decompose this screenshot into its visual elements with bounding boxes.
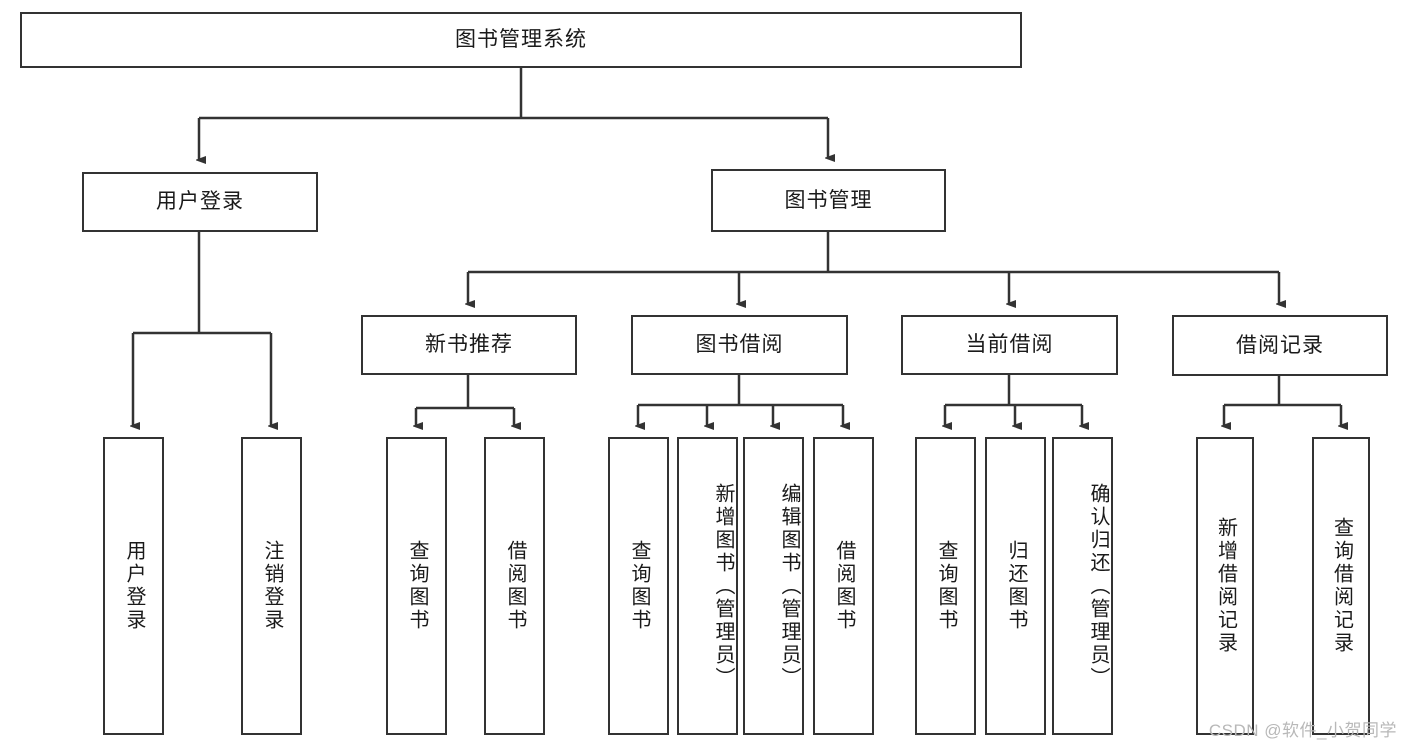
leaf-borrow-record-add[interactable]: 新增借阅记录 <box>1196 437 1254 735</box>
leaf-current-borrow-return[interactable]: 归还图书 <box>985 437 1046 735</box>
node-borrow-record[interactable]: 借阅记录 <box>1172 315 1388 376</box>
node-root-system[interactable]: 图书管理系统 <box>20 12 1022 68</box>
leaf-book-borrow-query[interactable]: 查询图书 <box>608 437 669 735</box>
csdn-watermark: CSDN @软件_小贺同学 <box>1208 721 1397 740</box>
leaf-new-book-query[interactable]: 查询图书 <box>386 437 447 735</box>
node-user-login[interactable]: 用户登录 <box>82 172 318 232</box>
leaf-book-borrow-borrow[interactable]: 借阅图书 <box>813 437 874 735</box>
node-book-management[interactable]: 图书管理 <box>711 169 946 232</box>
node-current-borrow[interactable]: 当前借阅 <box>901 315 1118 375</box>
node-new-book-recommend[interactable]: 新书推荐 <box>361 315 577 375</box>
leaf-user-login-login[interactable]: 用户登录 <box>103 437 164 735</box>
leaf-book-borrow-edit-admin[interactable]: 编辑图书（管理员） <box>743 437 804 735</box>
node-book-borrow[interactable]: 图书借阅 <box>631 315 848 375</box>
leaf-borrow-record-query[interactable]: 查询借阅记录 <box>1312 437 1370 735</box>
leaf-user-login-logout[interactable]: 注销登录 <box>241 437 302 735</box>
leaf-current-borrow-confirm-admin[interactable]: 确认归还（管理员） <box>1052 437 1113 735</box>
leaf-book-borrow-add-admin[interactable]: 新增图书（管理员） <box>677 437 738 735</box>
leaf-current-borrow-query[interactable]: 查询图书 <box>915 437 976 735</box>
leaf-new-book-borrow[interactable]: 借阅图书 <box>484 437 545 735</box>
